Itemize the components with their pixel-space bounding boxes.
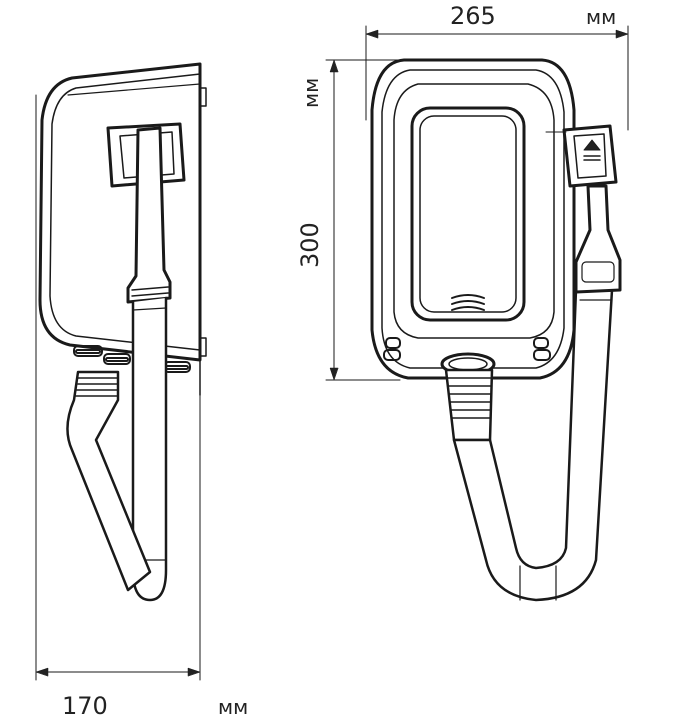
front-view — [325, 25, 629, 602]
depth-value: 170 — [62, 692, 108, 719]
depth-unit: мм — [218, 695, 248, 719]
side-view — [35, 62, 207, 681]
side-vents — [73, 345, 191, 373]
width-value: 265 — [450, 2, 496, 30]
width-unit: мм — [586, 5, 616, 29]
height-unit: мм — [299, 78, 323, 108]
height-value: 300 — [296, 222, 324, 268]
front-vents — [383, 337, 551, 361]
